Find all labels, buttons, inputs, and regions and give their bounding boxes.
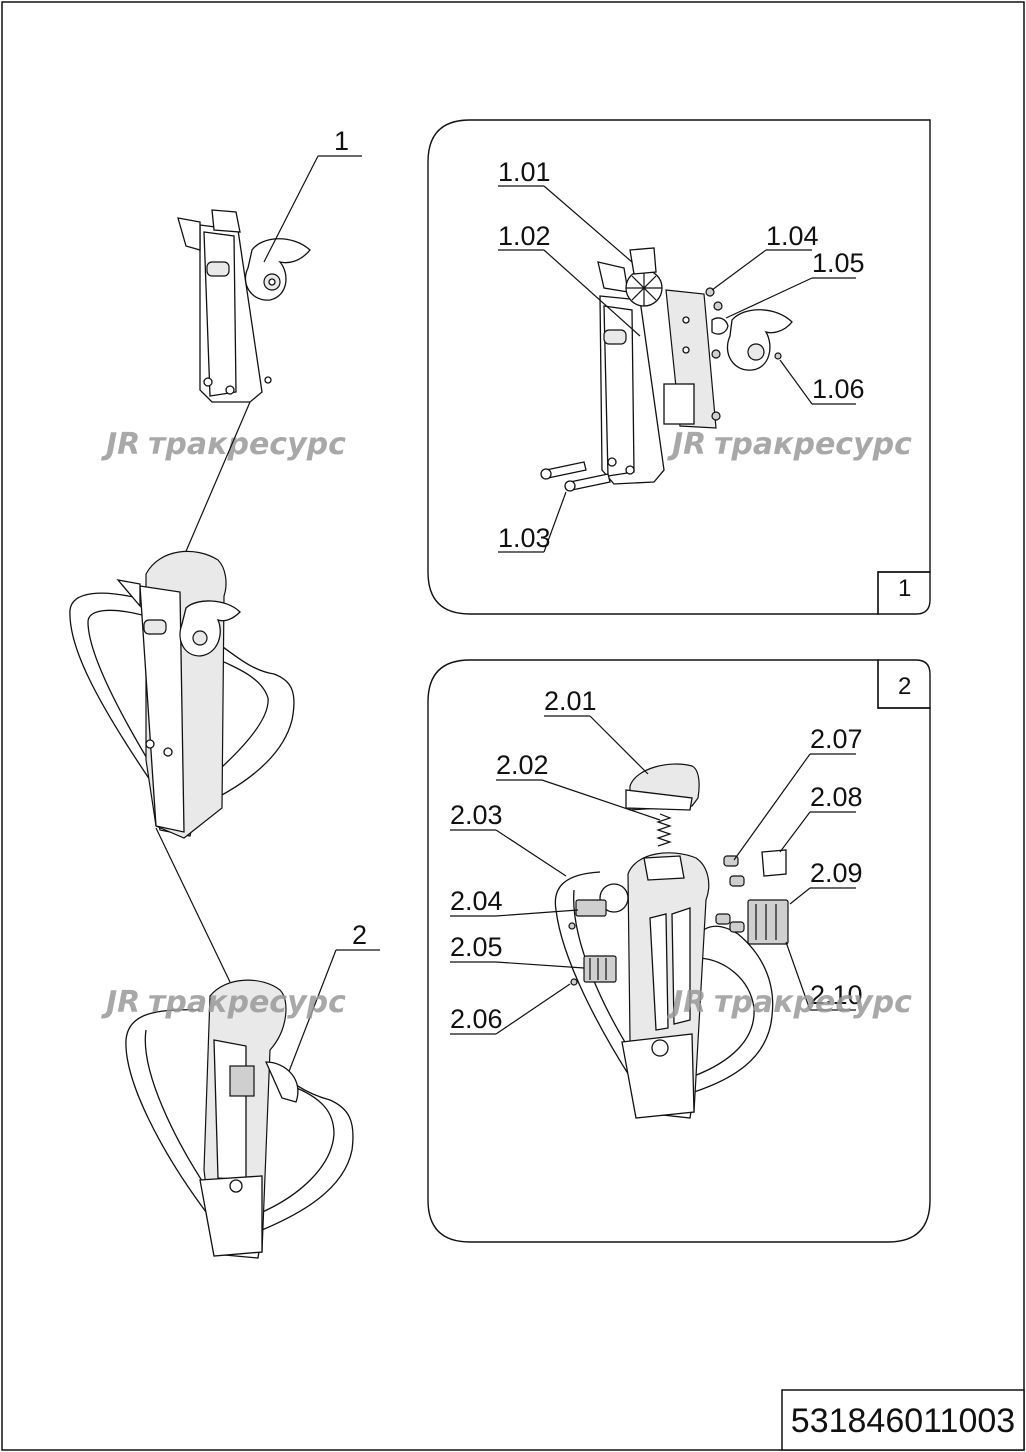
svg-text:2.01: 2.01 (544, 686, 597, 716)
connector-line (183, 401, 251, 557)
callout-2-05: 2.05 (450, 932, 585, 969)
watermark-text: тракресурс (714, 427, 912, 462)
assembly-1-lever-view (177, 209, 311, 403)
panel-1-number: 1 (898, 575, 911, 602)
svg-text:1.01: 1.01 (498, 157, 551, 187)
callout-1-01: 1.01 (498, 157, 633, 263)
svg-text:JR: JR (667, 985, 706, 1020)
watermark-text: тракресурс (714, 985, 912, 1020)
svg-text:JR: JR (667, 427, 706, 462)
svg-text:1.02: 1.02 (498, 221, 551, 251)
drawing-number-box: 531846011003 (781, 1389, 1025, 1451)
svg-text:JR: JR (101, 427, 140, 462)
svg-text:2.09: 2.09 (810, 858, 863, 888)
svg-text:1.03: 1.03 (498, 523, 551, 553)
watermark-text: тракресурс (148, 985, 346, 1020)
callout-2-06: 2.06 (450, 983, 571, 1035)
callout-2-10: 2.10 (785, 941, 863, 1011)
callout-2-07: 2.07 (733, 724, 863, 861)
watermark-text: тракресурс (148, 427, 346, 462)
callout-2-09: 2.09 (789, 858, 863, 905)
svg-text:2.05: 2.05 (450, 932, 503, 962)
panel-2-number: 2 (898, 673, 911, 700)
svg-text:2.10: 2.10 (810, 980, 863, 1010)
watermark: JR тракресурс (101, 985, 346, 1020)
callout-2-02: 2.02 (496, 750, 661, 821)
assembly-label-1: 1 (334, 126, 349, 156)
callout-2-01: 2.01 (544, 686, 649, 775)
watermark: JR тракресурс (667, 985, 912, 1020)
panel-1: 1 (427, 119, 931, 615)
callout-2-04: 2.04 (450, 886, 579, 917)
handle-open-view (125, 979, 354, 1259)
leader-line (263, 155, 319, 263)
svg-text:2.06: 2.06 (450, 1004, 503, 1034)
drawing-number: 531846011003 (791, 1402, 1015, 1440)
watermark: JR тракресурс (667, 427, 912, 462)
svg-text:JR: JR (101, 985, 140, 1020)
svg-text:2.08: 2.08 (810, 782, 863, 812)
handle-assembled-view (69, 550, 295, 839)
handle-exploded (554, 763, 789, 1119)
panel-2: 2 (427, 659, 931, 1243)
lever-exploded (540, 247, 793, 492)
callout-1-05: 1.05 (725, 248, 865, 319)
callout-1-02: 1.02 (498, 221, 641, 337)
callout-2-03: 2.03 (450, 800, 567, 877)
assembly-label-2: 2 (352, 920, 367, 950)
svg-text:2.04: 2.04 (450, 886, 503, 916)
svg-text:2.07: 2.07 (810, 724, 863, 754)
callout-1-04: 1.04 (711, 221, 819, 291)
svg-text:2.03: 2.03 (450, 800, 503, 830)
callout-1-03: 1.03 (498, 491, 567, 553)
connector-line (155, 827, 231, 983)
svg-text:2.02: 2.02 (496, 750, 549, 780)
callout-1-06: 1.06 (779, 359, 865, 405)
callout-2-08: 2.08 (779, 782, 863, 853)
watermark: JR тракресурс (101, 427, 346, 462)
svg-text:1.06: 1.06 (812, 374, 865, 404)
leader-line (287, 949, 337, 1075)
svg-text:1.05: 1.05 (812, 248, 865, 278)
svg-text:1.04: 1.04 (766, 221, 819, 251)
